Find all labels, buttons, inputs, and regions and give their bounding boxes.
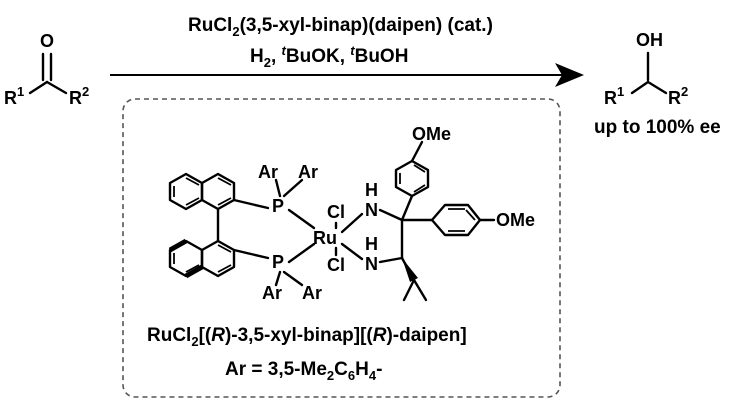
chloride-lower: Cl <box>327 255 345 275</box>
conditions-sep: , <box>271 46 282 67</box>
binaphthyl-lower <box>168 238 236 279</box>
catalyst-name: RuCl2[(R)-3,5-xyl-binap][(R)-daipen] <box>147 325 467 349</box>
catalyst-label-a: RuCl <box>188 15 232 36</box>
conditions-label: H2, tBuOK, tBuOH <box>250 43 408 70</box>
anisyl-ring-top: OMe <box>394 124 451 222</box>
ketone-structure: O R1 R2 <box>4 31 89 108</box>
product-r2: R2 <box>668 84 688 108</box>
catalyst-label-sub: 2 <box>232 24 239 39</box>
product-structure: OH R1 R2 up to 100% ee <box>594 30 721 138</box>
catalyst-box <box>122 98 561 398</box>
conditions-h-sub: 2 <box>264 55 271 70</box>
binaphthyl-upper <box>168 172 236 211</box>
product-oh: OH <box>636 30 663 50</box>
conditions-buok: BuOK, <box>286 46 350 67</box>
nh-upper-n: N <box>365 200 378 220</box>
catalyst-label-c: (3,5-xyl-binap)(daipen) (cat.) <box>240 15 493 36</box>
aryl-label-1: Ar <box>258 162 278 182</box>
conditions-t2: t <box>350 43 355 58</box>
conditions-h: H <box>250 46 264 67</box>
nh-lower-n: N <box>365 254 378 274</box>
nh-upper-h: H <box>365 180 378 200</box>
aryl-label-4: Ar <box>302 283 322 303</box>
aryl-definition: Ar = 3,5-Me2C6H4- <box>225 359 382 383</box>
methoxy-top: OMe <box>412 124 451 144</box>
conditions-buoh: BuOH <box>355 46 409 67</box>
product-r1: R1 <box>604 84 624 108</box>
aryl-label-2: Ar <box>298 162 318 182</box>
ruthenium: Ru <box>313 228 337 248</box>
reaction-arrow-head <box>555 63 584 87</box>
ketone-r1: R1 <box>4 84 24 108</box>
phosphorus-lower: P <box>272 252 284 272</box>
phosphorus-upper: P <box>272 196 284 216</box>
ketone-oxygen: O <box>40 31 54 51</box>
conditions-t1: t <box>282 43 287 58</box>
catalyst-label: RuCl2(3,5-xyl-binap)(daipen) (cat.) <box>188 15 493 39</box>
methoxy-right: OMe <box>496 210 535 230</box>
chloride-upper: Cl <box>327 202 345 222</box>
ketone-r2: R2 <box>69 84 89 108</box>
anisyl-ring-right: OMe <box>400 203 535 237</box>
product-ee: up to 100% ee <box>594 117 721 138</box>
aryl-label-3: Ar <box>262 283 282 303</box>
nh-lower-h: H <box>365 234 378 254</box>
